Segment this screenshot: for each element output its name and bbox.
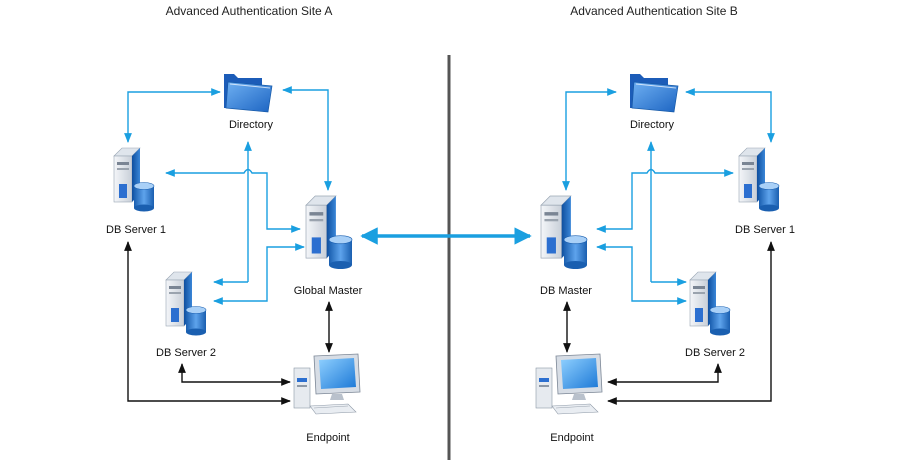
link-to-db1-b xyxy=(596,168,734,233)
db-server-1-label-a: DB Server 1 xyxy=(106,224,166,236)
db-master-label: DB Master xyxy=(540,285,592,297)
server-icon xyxy=(305,195,353,270)
site-b-title: Advanced Authentication Site B xyxy=(570,4,738,18)
site-a-title: Advanced Authentication Site A xyxy=(165,4,333,18)
link-master-db2-a xyxy=(213,243,305,305)
link-db2-endpoint-a xyxy=(178,363,291,386)
server-icon xyxy=(113,147,155,212)
folder-icon xyxy=(629,73,679,113)
link-db2-endpoint-b xyxy=(607,363,722,386)
link-db1-endpoint-a xyxy=(124,241,291,405)
server-icon xyxy=(165,271,207,336)
link-directory-master-a xyxy=(282,86,332,191)
endpoint-label-a: Endpoint xyxy=(306,432,350,444)
db-server-2-label-b: DB Server 2 xyxy=(685,347,745,359)
link-directory-db1-b xyxy=(685,88,775,143)
link-master-db2-b xyxy=(596,243,687,305)
desktop-computer-icon xyxy=(293,353,361,415)
directory-label-b: Directory xyxy=(629,119,675,131)
server-icon xyxy=(738,147,780,212)
server-icon xyxy=(689,271,731,336)
db-server-1-label-b: DB Server 1 xyxy=(735,224,795,236)
directory-label-a: Directory xyxy=(228,119,274,131)
link-to-db1-a xyxy=(165,168,301,233)
site-b-links xyxy=(562,88,775,405)
link-directory-master-b xyxy=(562,88,617,191)
global-master-label: Global Master xyxy=(293,285,363,297)
site-a-links xyxy=(124,86,333,405)
folder-icon xyxy=(223,73,273,113)
server-icon xyxy=(540,195,588,270)
endpoint-label-b: Endpoint xyxy=(550,432,594,444)
link-db1-endpoint-b xyxy=(607,241,775,405)
link-directory-db1-a xyxy=(124,88,221,143)
db-server-2-label-a: DB Server 2 xyxy=(156,347,216,359)
desktop-computer-icon xyxy=(535,353,603,415)
